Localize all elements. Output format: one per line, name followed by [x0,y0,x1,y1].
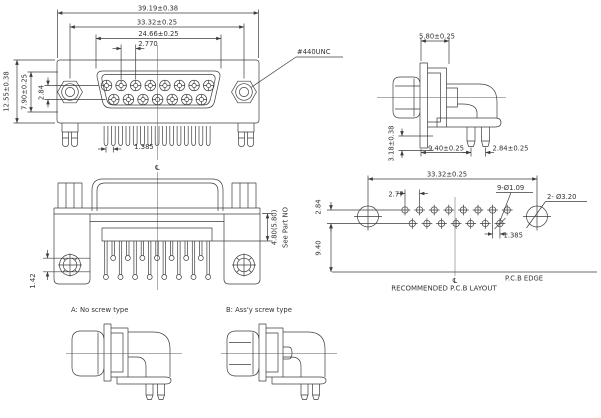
dim-pcb-pin-pitch: 2.77 [388,191,403,199]
dim-hole-detail: 1.42 [29,273,37,288]
mount-holes-callout: 2- Ø3.20 [547,193,576,201]
side-view-linework [377,37,506,158]
pin-holes-callout: 9-Ø1.09 [497,184,524,192]
front-view-linework [13,9,343,290]
variant-views-linework [66,323,337,400]
dim-pin-spacing: 2.84±0.25 [493,145,529,153]
pcb-layout-title: RECOMMENDED P.C.B LAYOUT [391,285,497,293]
centerline-symbol-pcb: ℄ [453,277,458,285]
see-part-no-note: See Part NO [282,207,290,248]
pcb-edge-label: P.C.B EDGE [505,275,543,283]
thread-callout: #440UNC [297,48,331,56]
dim-mount-span: 33.32±0.25 [427,171,467,179]
rear-view-linework [43,178,273,285]
dim-pcb-row-spacing: 2.84 [315,199,323,214]
pcb-layout-linework [327,175,597,276]
dim-pin-pitch: 2.770 [138,40,157,48]
dim-pcb-stagger: 1.385 [504,232,523,240]
centerline-symbol-front: ℄ [155,164,160,172]
dim-screw-span: 33.32±0.25 [137,19,177,27]
variant-b-label: B: Ass'y screw type [226,306,292,314]
dim-overall-height: 12.55±0.38 [3,71,11,111]
dim-screw-height-span: 7.90±0.25 [21,74,29,110]
variant-a-label: A: No screw type [71,306,128,314]
dim-insert-width: 24.66±0.25 [138,30,178,38]
dim-pin-stagger: 1.385 [134,143,153,151]
dim-standoff-height: 4.80(5.80) [271,209,279,245]
dim-row-spacing: 2.84 [38,85,46,100]
dim-pin-to-flange: 9.40±0.25 [428,145,464,153]
dim-overall-width: 39.19±0.38 [138,5,178,13]
dim-front-depth: 5.80±0.25 [419,33,455,41]
dim-edge-distance: 9.40 [315,240,323,255]
annotation-texts: 39.19±0.38 33.32±0.25 24.66±0.25 2.770 1… [3,5,577,315]
dim-standoff: 3.18±0.38 [388,126,396,162]
